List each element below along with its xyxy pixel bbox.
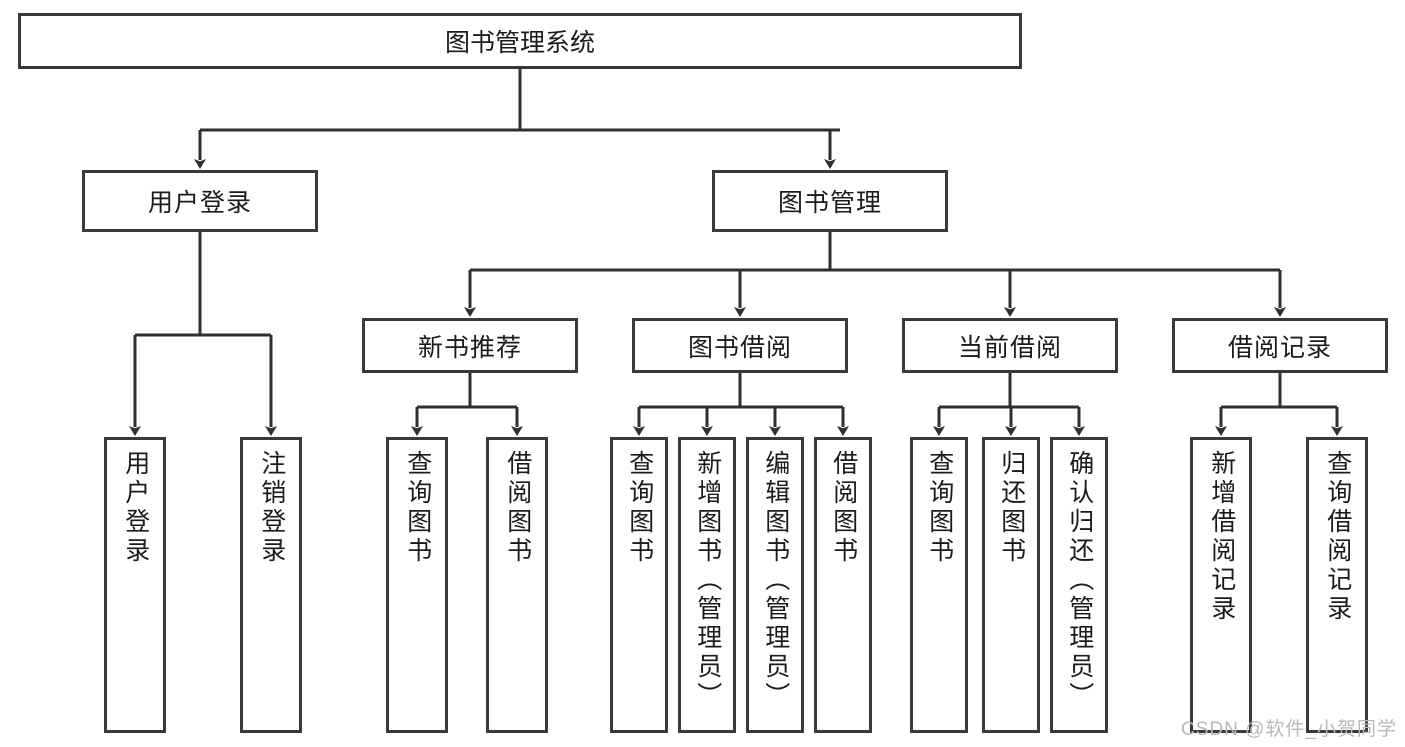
node-label: 新增图书（管理员） bbox=[693, 450, 722, 711]
node-label: 借阅记录 bbox=[1227, 333, 1332, 362]
node-book-borrow[interactable]: 图书借阅 bbox=[632, 318, 848, 373]
node-label: 新书推荐 bbox=[417, 333, 522, 362]
node-label: 图书借阅 bbox=[687, 333, 792, 362]
leaf-node-query-book-1[interactable]: 查询图书 bbox=[386, 437, 448, 733]
node-label: 用户登录 bbox=[147, 189, 252, 217]
leaf-node-add-book[interactable]: 新增图书（管理员） bbox=[678, 437, 736, 733]
leaf-node-query-book-3[interactable]: 查询图书 bbox=[910, 437, 968, 733]
leaf-node-borrow-book-1[interactable]: 借阅图书 bbox=[486, 437, 548, 733]
node-current-borrow[interactable]: 当前借阅 bbox=[902, 318, 1118, 373]
node-label: 图书管理系统 bbox=[444, 29, 595, 57]
node-label: 借阅图书 bbox=[829, 450, 858, 566]
leaf-node-borrow-book-2[interactable]: 借阅图书 bbox=[814, 437, 872, 733]
node-new-book-recommend[interactable]: 新书推荐 bbox=[362, 318, 578, 373]
node-borrow-record[interactable]: 借阅记录 bbox=[1172, 318, 1388, 373]
node-book-manage[interactable]: 图书管理 bbox=[712, 170, 948, 232]
node-root-system[interactable]: 图书管理系统 bbox=[18, 13, 1022, 69]
node-label: 查询借阅记录 bbox=[1323, 450, 1352, 624]
node-user-login[interactable]: 用户登录 bbox=[82, 170, 318, 232]
node-label: 查询图书 bbox=[925, 450, 954, 566]
leaf-node-query-book-2[interactable]: 查询图书 bbox=[610, 437, 668, 733]
node-label: 借阅图书 bbox=[503, 450, 532, 566]
leaf-node-confirm-return[interactable]: 确认归还（管理员） bbox=[1050, 437, 1108, 733]
leaf-node-user-login[interactable]: 用户登录 bbox=[104, 437, 166, 733]
leaf-node-add-record[interactable]: 新增借阅记录 bbox=[1190, 437, 1252, 733]
node-label: 编辑图书（管理员） bbox=[761, 450, 790, 711]
node-label: 当前借阅 bbox=[957, 333, 1062, 362]
node-label: 归还图书 bbox=[997, 450, 1026, 566]
leaf-node-query-record[interactable]: 查询借阅记录 bbox=[1306, 437, 1368, 733]
leaf-node-edit-book[interactable]: 编辑图书（管理员） bbox=[746, 437, 804, 733]
node-label: 新增借阅记录 bbox=[1207, 450, 1236, 624]
node-label: 查询图书 bbox=[625, 450, 654, 566]
node-label: 用户登录 bbox=[121, 450, 150, 566]
node-label: 确认归还（管理员） bbox=[1065, 450, 1094, 711]
node-label: 图书管理 bbox=[777, 189, 882, 217]
watermark-text: CSDN @软件_小贺同学 bbox=[1181, 719, 1397, 740]
node-label: 注销登录 bbox=[257, 450, 286, 566]
leaf-node-return-book[interactable]: 归还图书 bbox=[982, 437, 1040, 733]
leaf-node-user-logout[interactable]: 注销登录 bbox=[240, 437, 302, 733]
node-label: 查询图书 bbox=[403, 450, 432, 566]
